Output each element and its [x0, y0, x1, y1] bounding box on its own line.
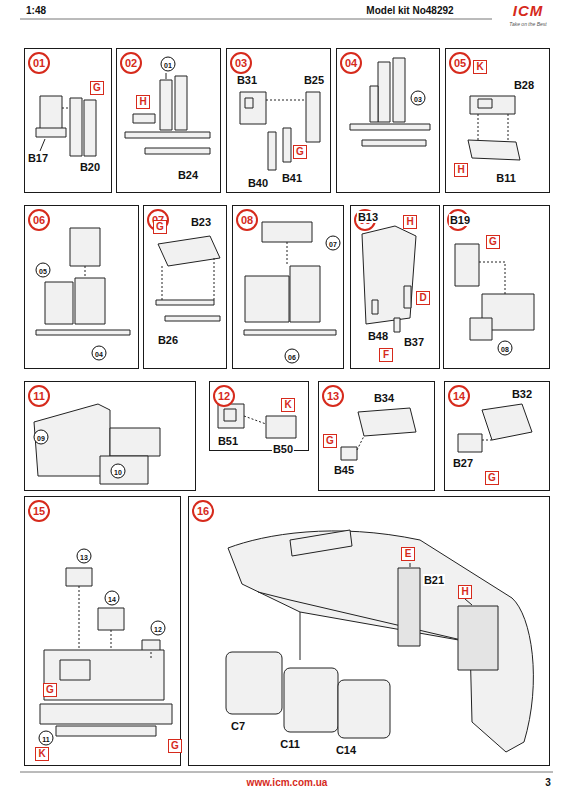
subassembly-ref: 01	[161, 57, 176, 72]
step-panel: 11	[24, 381, 196, 491]
color-code: D	[416, 291, 430, 305]
part-number: B11	[495, 172, 517, 184]
part-number: B45	[333, 464, 355, 476]
part-number: B27	[452, 457, 474, 469]
step-panel: 10	[443, 205, 550, 369]
part-number: B34	[373, 392, 395, 404]
part-number: B37	[403, 336, 425, 348]
step-number: 04	[340, 52, 362, 74]
step-number: 14	[448, 385, 470, 407]
part-number: C11	[279, 738, 301, 750]
step-number: 03	[230, 52, 252, 74]
step-number: 06	[28, 209, 50, 231]
step-number: 02	[120, 52, 142, 74]
subassembly-ref: 06	[285, 349, 300, 364]
color-code: G	[323, 434, 337, 448]
subassembly-ref: 13	[77, 549, 92, 564]
step-panel: 06	[24, 205, 139, 369]
part-number: B28	[513, 79, 535, 91]
color-code: E	[401, 547, 415, 561]
subassembly-ref: 07	[326, 236, 341, 251]
color-code: H	[136, 95, 150, 109]
color-code: G	[153, 220, 167, 234]
step-panel: 09	[350, 205, 440, 369]
part-number: C14	[335, 744, 357, 756]
part-number: B40	[247, 177, 269, 189]
color-code: G	[293, 145, 307, 159]
part-number: B32	[511, 388, 533, 400]
header-text: 1:48	[26, 5, 46, 16]
color-code: G	[90, 81, 104, 95]
header-text: Model kit No48292	[366, 5, 453, 16]
subassembly-ref: 11	[39, 731, 54, 746]
step-number: 12	[213, 385, 235, 407]
subassembly-ref: 08	[498, 341, 513, 356]
part-number: B48	[367, 330, 389, 342]
color-code: K	[473, 60, 487, 74]
step-number: 13	[322, 385, 344, 407]
step-number: 11	[28, 385, 50, 407]
part-number: B24	[177, 169, 199, 181]
subassembly-ref: 09	[34, 430, 49, 445]
step-panel: 08	[232, 205, 344, 369]
step-panel: 04	[336, 48, 440, 193]
part-number: B20	[79, 161, 101, 173]
color-code: H	[454, 163, 468, 177]
color-code: H	[458, 585, 472, 599]
part-number: B13	[357, 211, 379, 223]
color-code: F	[379, 348, 393, 362]
subassembly-ref: 10	[111, 464, 126, 479]
subassembly-ref: 05	[36, 263, 51, 278]
subassembly-ref: 14	[105, 591, 120, 606]
website-url: www.icm.com.ua	[247, 777, 328, 788]
step-panel: 03	[226, 48, 331, 193]
part-number: B19	[449, 214, 471, 226]
brand-tagline: Take on the Best	[509, 21, 546, 27]
step-number: 05	[449, 52, 471, 74]
part-number: B51	[217, 435, 239, 447]
step-number: 08	[236, 209, 258, 231]
step-number: 15	[28, 500, 50, 522]
part-number: B50	[272, 443, 294, 455]
part-number: B31	[236, 74, 258, 86]
step-number: 01	[28, 52, 50, 74]
part-number: C7	[230, 720, 246, 732]
part-number: B23	[190, 216, 212, 228]
part-number: B41	[281, 172, 303, 184]
header-text: 3	[545, 777, 551, 788]
brand-logo: ICM	[513, 2, 544, 19]
part-number: B17	[27, 152, 49, 164]
color-code: K	[35, 747, 49, 761]
color-code: G	[485, 471, 499, 485]
color-code: G	[168, 739, 182, 753]
subassembly-ref: 12	[151, 621, 166, 636]
subassembly-ref: 03	[411, 91, 426, 106]
subassembly-ref: 04	[92, 346, 107, 361]
color-code: G	[486, 235, 500, 249]
color-code: H	[403, 215, 417, 229]
part-number: B21	[423, 574, 445, 586]
color-code: K	[281, 398, 295, 412]
step-number: 16	[192, 500, 214, 522]
color-code: G	[43, 683, 57, 697]
part-number: B26	[157, 334, 179, 346]
part-number: B25	[303, 74, 325, 86]
